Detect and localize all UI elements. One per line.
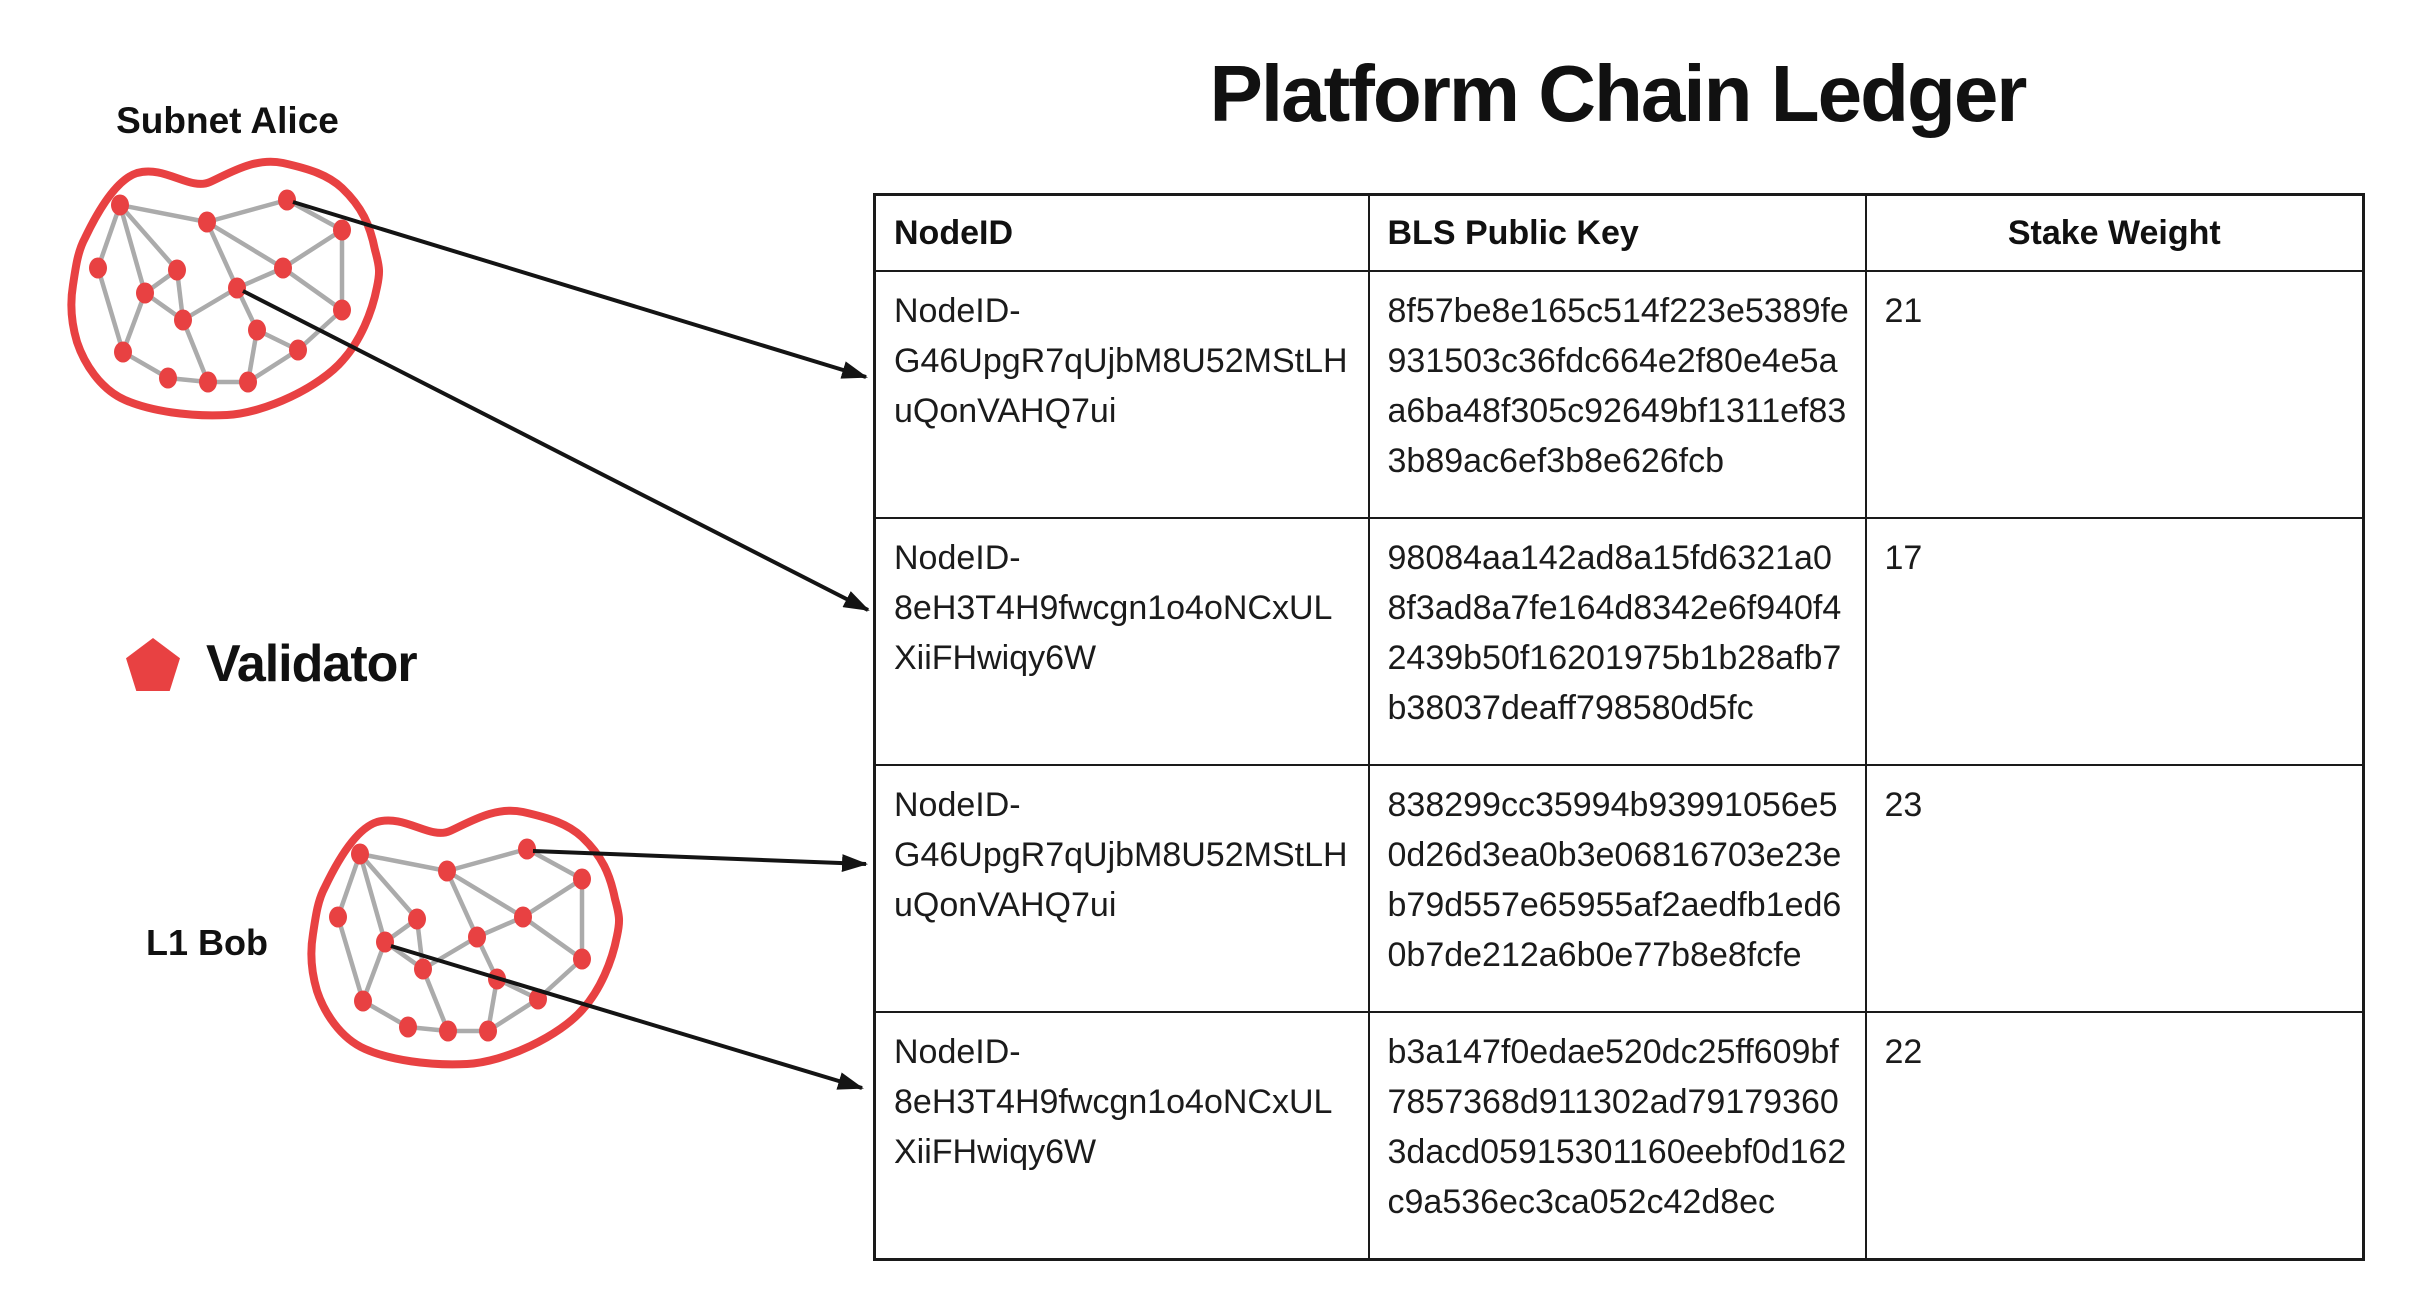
- ledger-row: NodeID-8eH3T4H9fwcgn1o4oNCxULXiiFHwiqy6W…: [873, 517, 2365, 766]
- pentagon-validator-icon: [126, 637, 180, 691]
- subnet-alice-network: [67, 157, 384, 420]
- validator-node-icon: [278, 189, 296, 211]
- validator-node-icon: [438, 860, 456, 882]
- validator-node-icon: [114, 341, 132, 363]
- validator-node-icon: [248, 319, 266, 341]
- validator-node-icon: [439, 1020, 457, 1042]
- l1-bob-label: L1 Bob: [146, 922, 268, 963]
- stake-weight-cell: 22: [1864, 1011, 2365, 1261]
- validator-node-icon: [289, 339, 307, 361]
- l1-bob-network: [307, 806, 624, 1069]
- header-node-id: NodeID: [873, 193, 1370, 272]
- network-edge: [206, 197, 288, 225]
- network-edge: [246, 348, 300, 384]
- validator-node-icon: [228, 277, 246, 299]
- network-edge: [120, 292, 148, 353]
- network-edge: [444, 870, 480, 938]
- network-edge: [95, 204, 123, 269]
- validator-node-icon: [333, 219, 351, 241]
- network-edge: [358, 852, 419, 921]
- validator-node-icon: [479, 1020, 497, 1042]
- validator-node-icon: [514, 906, 532, 928]
- network-edge: [205, 220, 285, 270]
- network-edge: [521, 915, 584, 961]
- bls-public-key-cell: 838299cc35994b93991056e50d26d3ea0b3e0681…: [1367, 764, 1867, 1013]
- network-edge: [281, 266, 344, 312]
- bls-public-key-cell: 98084aa142ad8a15fd6321a08f3ad8a7fe164d83…: [1367, 517, 1867, 766]
- validator-node-icon: [168, 259, 186, 281]
- subnet-boundary-outline: [307, 806, 624, 1069]
- validator-to-row-arrow: [532, 849, 868, 873]
- validator-node-icon: [399, 1016, 417, 1038]
- network-edge: [181, 286, 239, 322]
- network-edge: [335, 916, 366, 1002]
- network-edge: [204, 221, 240, 289]
- validator-legend-label: Validator: [206, 635, 418, 693]
- bls-public-key-cell: b3a147f0edae520dc25ff609bf7857368d911302…: [1367, 1011, 1867, 1261]
- validator-node-icon: [351, 843, 369, 865]
- network-edge: [117, 204, 148, 294]
- network-edge: [95, 267, 126, 353]
- ledger-row: NodeID-8eH3T4H9fwcgn1o4oNCxULXiiFHwiqy6W…: [873, 1011, 2365, 1261]
- node-id-cell: NodeID-8eH3T4H9fwcgn1o4oNCxULXiiFHwiqy6W: [873, 517, 1370, 766]
- ledger-table-body: NodeID-G46UpgR7qUjbM8U52MStLHuQonVAHQ7ui…: [873, 270, 2365, 1261]
- network-edge: [446, 846, 528, 874]
- network-edge: [359, 851, 448, 874]
- network-edge: [357, 853, 388, 943]
- platform-chain-ledger-table: NodeID BLS Public Key Stake Weight NodeI…: [873, 193, 2365, 1261]
- subnet-alice-label: Subnet Alice: [116, 100, 339, 141]
- header-bls-public-key: BLS Public Key: [1367, 193, 1867, 272]
- network-edge: [119, 202, 208, 225]
- validator-node-icon: [111, 194, 129, 216]
- network-edge: [180, 319, 211, 383]
- header-row: NodeID BLS Public Key Stake Weight: [873, 193, 2365, 272]
- validator-node-icon: [174, 309, 192, 331]
- network-edge: [281, 228, 344, 270]
- validator-legend: Validator: [126, 634, 418, 694]
- validator-node-icon: [329, 906, 347, 928]
- validator-node-icon: [199, 371, 217, 393]
- stake-weight-cell: 23: [1864, 764, 2365, 1013]
- ledger-table-header: NodeID BLS Public Key Stake Weight: [873, 193, 2365, 272]
- validator-node-icon: [573, 948, 591, 970]
- bls-public-key-cell: 8f57be8e165c514f223e5389fe931503c36fdc66…: [1367, 270, 1867, 519]
- ledger-row: NodeID-G46UpgR7qUjbM8U52MStLHuQonVAHQ7ui…: [873, 764, 2365, 1013]
- validator-node-icon: [518, 838, 536, 860]
- stake-weight-cell: 17: [1864, 517, 2365, 766]
- ledger-row: NodeID-G46UpgR7qUjbM8U52MStLHuQonVAHQ7ui…: [873, 270, 2365, 519]
- node-id-cell: NodeID-8eH3T4H9fwcgn1o4oNCxULXiiFHwiqy6W: [873, 1011, 1370, 1261]
- validator-node-icon: [239, 371, 257, 393]
- validator-node-icon: [468, 926, 486, 948]
- header-stake-weight: Stake Weight: [1864, 193, 2365, 272]
- network-edge: [525, 847, 584, 881]
- validator-node-icon: [136, 282, 154, 304]
- validator-node-icon: [333, 299, 351, 321]
- validator-to-row-arrow: [390, 944, 864, 1090]
- validator-to-row-arrow: [292, 200, 868, 379]
- validator-node-icon: [198, 211, 216, 233]
- subnet-boundary-outline: [67, 157, 384, 420]
- node-id-cell: NodeID-G46UpgR7qUjbM8U52MStLHuQonVAHQ7ui: [873, 270, 1370, 519]
- network-edge: [420, 968, 451, 1032]
- network-edge: [335, 853, 363, 918]
- validator-node-icon: [414, 958, 432, 980]
- network-edge: [421, 935, 479, 971]
- validator-node-icon: [408, 908, 426, 930]
- network-edge: [521, 877, 584, 919]
- network-edge: [118, 203, 179, 272]
- validator-node-icon: [89, 257, 107, 279]
- network-edge: [486, 997, 540, 1033]
- validator-node-icon: [159, 367, 177, 389]
- network-edge: [445, 869, 525, 919]
- validator-node-icon: [354, 990, 372, 1012]
- network-edge: [360, 941, 388, 1002]
- page-title: Platform Chain Ledger: [1209, 49, 2028, 138]
- stake-weight-cell: 21: [1864, 270, 2365, 519]
- validator-node-icon: [376, 931, 394, 953]
- validator-node-icon: [274, 257, 292, 279]
- node-id-cell: NodeID-G46UpgR7qUjbM8U52MStLHuQonVAHQ7ui: [873, 764, 1370, 1013]
- validator-node-icon: [573, 868, 591, 890]
- validator-to-row-arrow: [242, 289, 870, 612]
